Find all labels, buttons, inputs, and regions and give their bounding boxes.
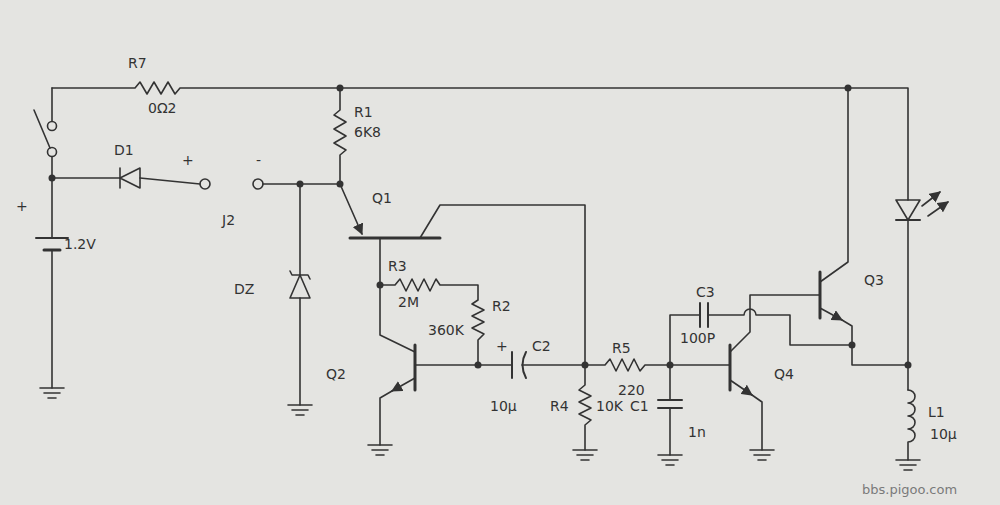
polarity-mark: + — [182, 152, 194, 168]
part-name: J2 — [222, 212, 235, 228]
part-value: 1n — [688, 424, 706, 440]
junction-dots — [49, 85, 912, 369]
part-value: 0Ω2 — [148, 100, 177, 116]
part-value: 10μ — [490, 398, 517, 414]
part-value: 100P — [680, 330, 715, 346]
part-value: 10K — [596, 398, 623, 414]
part-name: Q2 — [326, 366, 346, 382]
polarity-mark: + — [16, 198, 28, 214]
part-value: 6K8 — [354, 124, 381, 140]
part-name: DZ — [234, 281, 254, 297]
part-name: R2 — [492, 298, 511, 314]
part-name: Q1 — [372, 190, 392, 206]
part-name: L1 — [928, 404, 945, 420]
part-name: C1 — [630, 398, 649, 414]
part-value: 2M — [398, 294, 419, 310]
part-name: Q4 — [774, 366, 794, 382]
transistor-symbol — [350, 237, 440, 240]
part-name: R3 — [388, 258, 407, 274]
part-name: C3 — [696, 284, 715, 300]
led-symbol — [896, 200, 920, 220]
watermark: bbs.pigoo.com — [862, 482, 957, 498]
switch-symbol — [34, 110, 50, 148]
part-name: D1 — [114, 142, 134, 158]
part-value: 10μ — [930, 426, 957, 442]
capacitor-symbol — [658, 399, 682, 401]
part-value: 360K — [428, 322, 464, 338]
part-value: 220 — [618, 382, 645, 398]
part-name: R4 — [550, 398, 569, 414]
jack-terminal — [200, 179, 210, 189]
part-name: R5 — [612, 340, 631, 356]
part-name: Q3 — [864, 272, 884, 288]
inductor-symbol — [908, 390, 915, 460]
capacitor-symbol — [511, 352, 513, 378]
polarity-mark: + — [496, 338, 508, 354]
part-name: C2 — [532, 338, 551, 354]
battery-symbol — [36, 237, 68, 239]
resistor-symbol — [52, 82, 908, 200]
part-name: R7 — [128, 55, 147, 71]
capacitor-symbol — [699, 303, 701, 327]
resistor-symbol — [334, 88, 346, 184]
part-value: 1.2V — [64, 236, 96, 252]
transistor-symbol — [819, 272, 822, 318]
polarity-mark: - — [256, 152, 261, 168]
part-name: R1 — [354, 104, 373, 120]
